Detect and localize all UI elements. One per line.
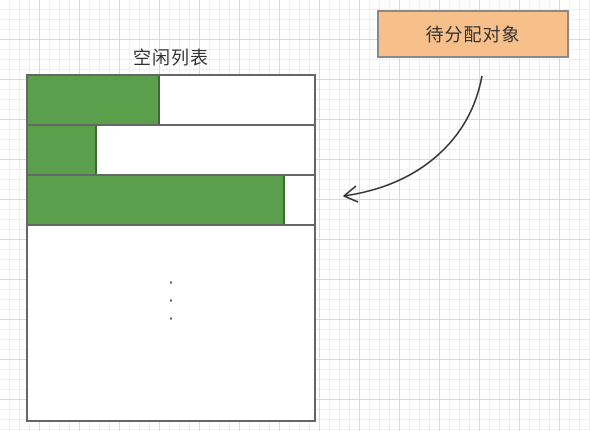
- pending-object-label: 待分配对象: [425, 25, 521, 46]
- ellipsis: ···: [168, 273, 174, 328]
- allocated-block: [28, 176, 285, 224]
- free-list-row: [28, 126, 314, 176]
- free-list-title: 空闲列表: [133, 48, 209, 69]
- free-list-row: [28, 176, 314, 226]
- free-list: ···: [26, 74, 316, 422]
- pending-object-box: 待分配对象: [377, 10, 569, 58]
- allocated-block: [28, 76, 160, 124]
- free-list-row: [28, 76, 314, 126]
- arrow-curve: [343, 75, 483, 197]
- allocated-block: [28, 126, 97, 174]
- arrow-head-icon: [343, 185, 359, 203]
